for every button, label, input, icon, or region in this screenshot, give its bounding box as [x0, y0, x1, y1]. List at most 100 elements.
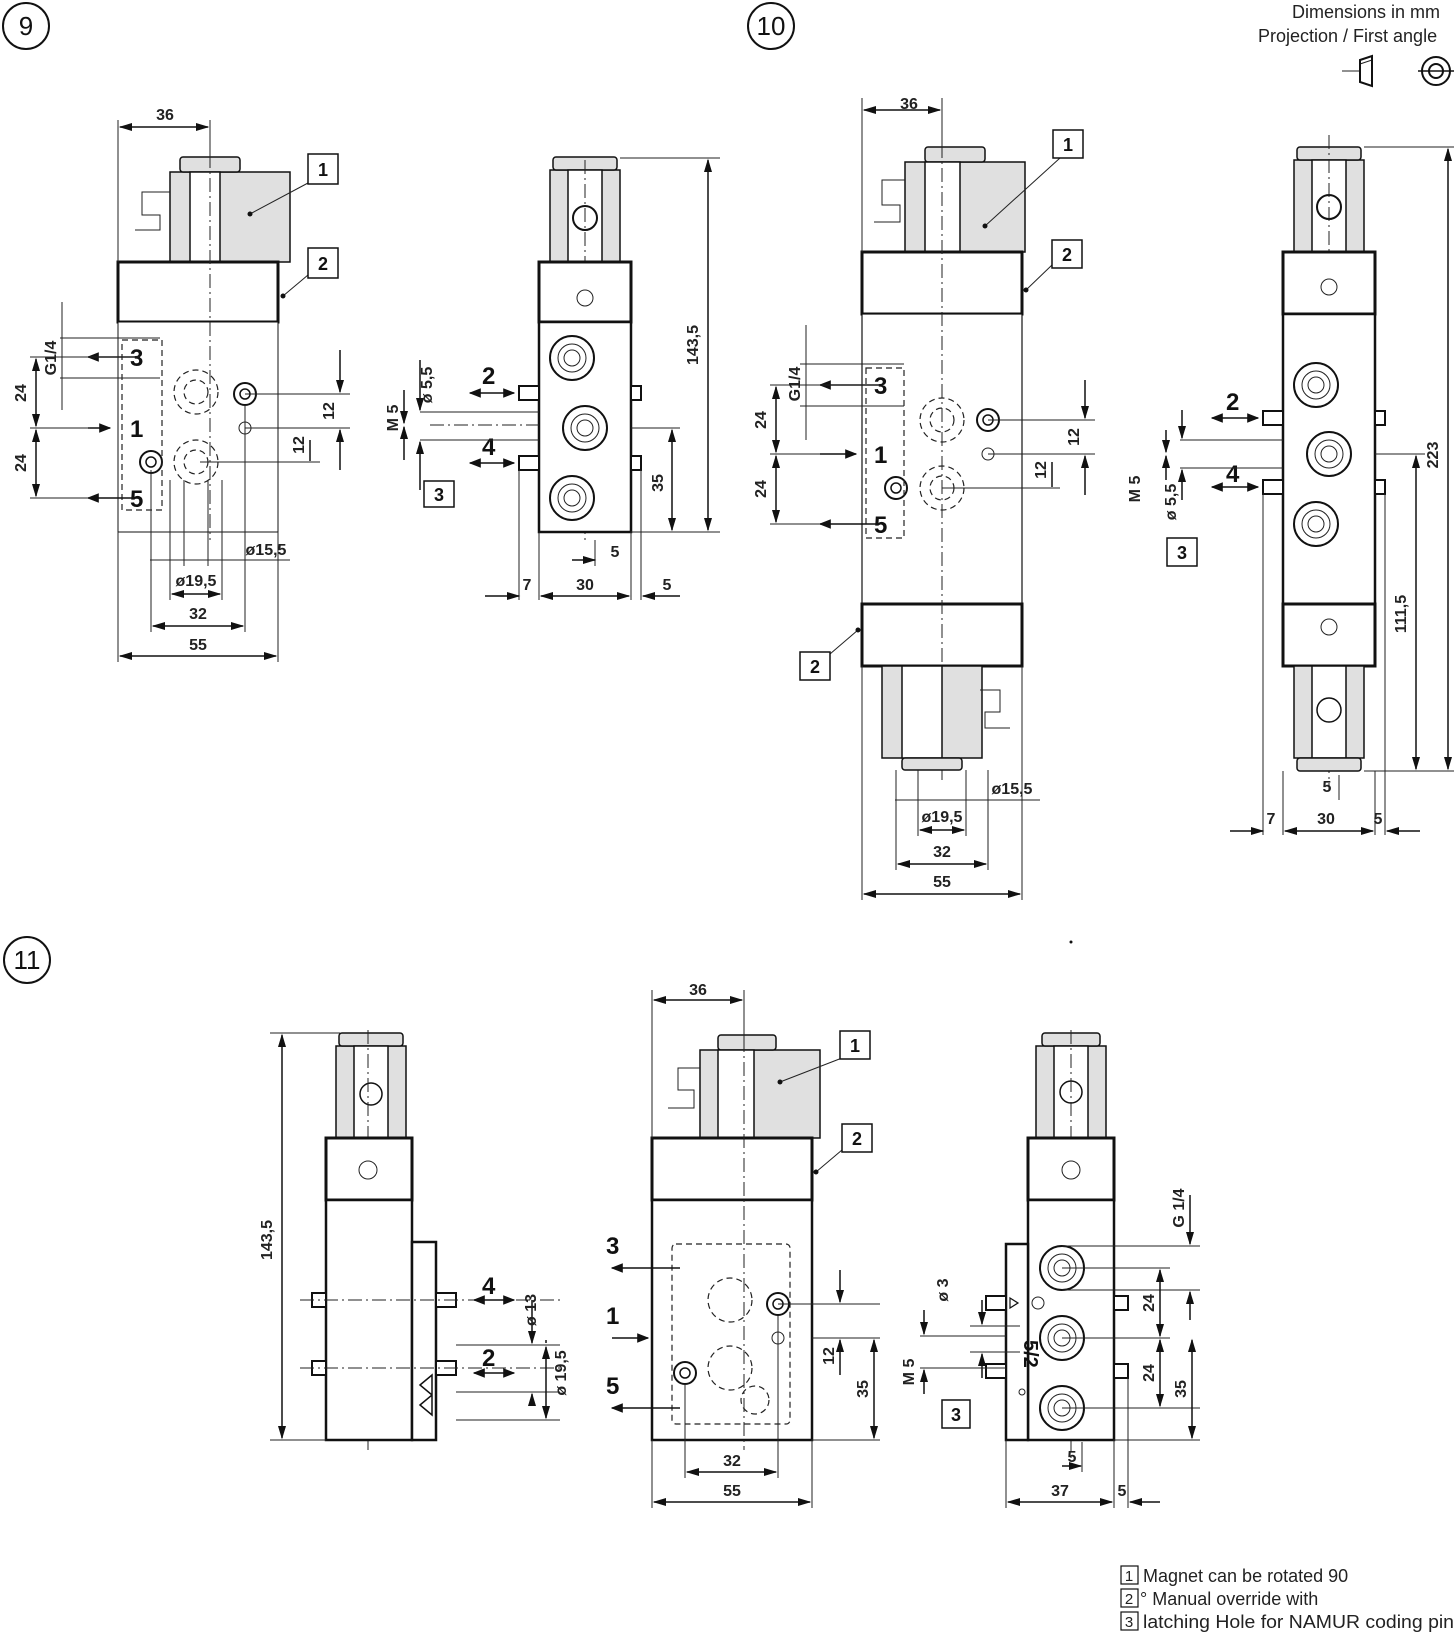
svg-text:2: 2	[318, 254, 328, 274]
svg-text:24: 24	[13, 454, 30, 472]
svg-text:M 5: M 5	[901, 1359, 918, 1386]
svg-text:32: 32	[189, 606, 207, 623]
svg-text:32: 32	[723, 1453, 741, 1470]
svg-text:111,5: 111,5	[1393, 595, 1410, 633]
svg-text:ø 13: ø 13	[523, 1294, 540, 1326]
svg-text:36: 36	[689, 982, 707, 999]
svg-text:latching Hole for NAMUR coding: latching Hole for NAMUR coding pin	[1143, 1612, 1454, 1632]
first-angle-projection-icon	[1342, 54, 1454, 88]
svg-text:24: 24	[1141, 1294, 1158, 1312]
svg-text:ø 5,5: ø 5,5	[419, 367, 436, 404]
svg-text:5: 5	[1068, 1449, 1077, 1466]
svg-text:36: 36	[156, 107, 174, 124]
figure-11-label: 11	[3, 936, 51, 984]
fig9-front-view: 3 1 5 1 2 36 55 32 ø19,5 ø15,	[13, 107, 350, 662]
svg-text:35: 35	[1173, 1380, 1190, 1398]
fig10-side-port-2: 2	[1226, 389, 1239, 416]
svg-text:5: 5	[1323, 779, 1332, 796]
svg-text:7: 7	[1267, 811, 1276, 828]
svg-text:ø 3: ø 3	[935, 1278, 952, 1301]
svg-text:32: 32	[933, 844, 951, 861]
svg-text:G1/4: G1/4	[787, 367, 804, 402]
svg-text:2: 2	[1125, 1591, 1133, 1608]
fig10-front-view: 3 1 5 1 2 2 36 55 32	[753, 96, 1095, 900]
figure-10-label: 10	[747, 2, 795, 50]
fig9-port-1: 1	[130, 416, 143, 443]
svg-text:ø 19,5: ø 19,5	[553, 1350, 570, 1395]
fig9-side-port-2: 2	[482, 363, 495, 390]
svg-text:ø19,5: ø19,5	[176, 573, 217, 590]
svg-text:3: 3	[951, 1405, 961, 1425]
svg-text:24: 24	[13, 384, 30, 402]
svg-text:M 5: M 5	[1127, 476, 1144, 503]
svg-text:24: 24	[753, 411, 770, 429]
svg-text:35: 35	[855, 1380, 872, 1398]
svg-text:1: 1	[850, 1036, 860, 1056]
svg-text:ø 5,5: ø 5,5	[1163, 484, 1180, 521]
svg-text:35: 35	[650, 474, 667, 492]
svg-text:11: 11	[14, 945, 41, 975]
svg-text:1: 1	[1125, 1568, 1133, 1585]
svg-text:12: 12	[291, 436, 308, 454]
svg-text:ø15,5: ø15,5	[992, 781, 1033, 798]
svg-text:M 5: M 5	[385, 405, 402, 432]
svg-text:3: 3	[434, 485, 444, 505]
svg-text:30: 30	[576, 577, 594, 594]
legend-item-3: 3 latching Hole for NAMUR coding pin	[1120, 1611, 1454, 1632]
svg-text:G 1/4: G 1/4	[1171, 1188, 1188, 1227]
svg-text:55: 55	[933, 874, 951, 891]
legend-item-1: 1 Magnet can be rotated 90	[1120, 1565, 1348, 1586]
svg-text:5: 5	[1374, 811, 1383, 828]
svg-text:° Manual override with: ° Manual override with	[1140, 1589, 1318, 1609]
svg-text:55: 55	[189, 637, 207, 654]
svg-text:5: 5	[611, 544, 620, 561]
fig11-valve-symbol-5-2: 5/2	[1019, 1340, 1041, 1368]
svg-text:24: 24	[1141, 1364, 1158, 1382]
fig9-side-port-4: 4	[482, 434, 496, 461]
svg-text:3: 3	[1177, 543, 1187, 563]
fig10-port-5: 5	[874, 512, 887, 539]
svg-text:12: 12	[1033, 461, 1050, 479]
fig11-right-side-view: 5/2 G 1/4 24 24 35 37 5 5	[901, 1030, 1200, 1508]
svg-text:Magnet can be rotated 90: Magnet can be rotated 90	[1143, 1566, 1348, 1586]
svg-text:36: 36	[900, 96, 918, 113]
svg-text:7: 7	[523, 577, 532, 594]
svg-text:5: 5	[663, 577, 672, 594]
svg-text:143,5: 143,5	[259, 1220, 276, 1260]
svg-text:1: 1	[1063, 135, 1073, 155]
svg-text:2: 2	[852, 1129, 862, 1149]
projection-note: Projection / First angle	[1258, 26, 1437, 46]
fig11-left-side-view: 4 2 143,5 ø 13 ø 19,5	[259, 1030, 570, 1450]
svg-text:10: 10	[757, 11, 786, 41]
svg-text:5: 5	[1118, 1483, 1127, 1500]
svg-text:143,5: 143,5	[685, 325, 702, 365]
svg-text:2: 2	[810, 657, 820, 677]
svg-text:3: 3	[1125, 1614, 1133, 1631]
legend-item-2: 2 ° Manual override with	[1120, 1588, 1318, 1609]
fig10-side-view: 2 4 223 111,5 7 30 5 5 ø 5,5 M 5 3	[1127, 135, 1454, 836]
figure-9-label: 9	[2, 2, 50, 50]
fig11-left-port-4: 4	[482, 1273, 496, 1300]
fig11-port-1: 1	[606, 1303, 619, 1330]
fig10-port-3: 3	[874, 373, 887, 400]
fig11-port-5: 5	[606, 1373, 619, 1400]
svg-text:12: 12	[821, 1347, 838, 1365]
svg-text:30: 30	[1317, 811, 1335, 828]
svg-text:223: 223	[1425, 442, 1442, 469]
legend: 1 Magnet can be rotated 90 2 ° Manual ov…	[1120, 1565, 1454, 1632]
svg-text:1: 1	[318, 160, 328, 180]
stray-mark	[1069, 940, 1073, 944]
svg-text:G1/4: G1/4	[43, 341, 60, 376]
fig11-port-3: 3	[606, 1233, 619, 1260]
svg-text:2: 2	[1062, 245, 1072, 265]
fig10-port-1: 1	[874, 442, 887, 469]
fig10-side-port-4: 4	[1226, 461, 1240, 488]
svg-text:ø15,5: ø15,5	[246, 542, 287, 559]
fig9-port-3: 3	[130, 345, 143, 372]
svg-text:55: 55	[723, 1483, 741, 1500]
svg-text:9: 9	[19, 11, 33, 41]
svg-text:ø19,5: ø19,5	[922, 809, 963, 826]
fig9-port-5: 5	[130, 486, 143, 513]
svg-text:12: 12	[321, 402, 338, 420]
